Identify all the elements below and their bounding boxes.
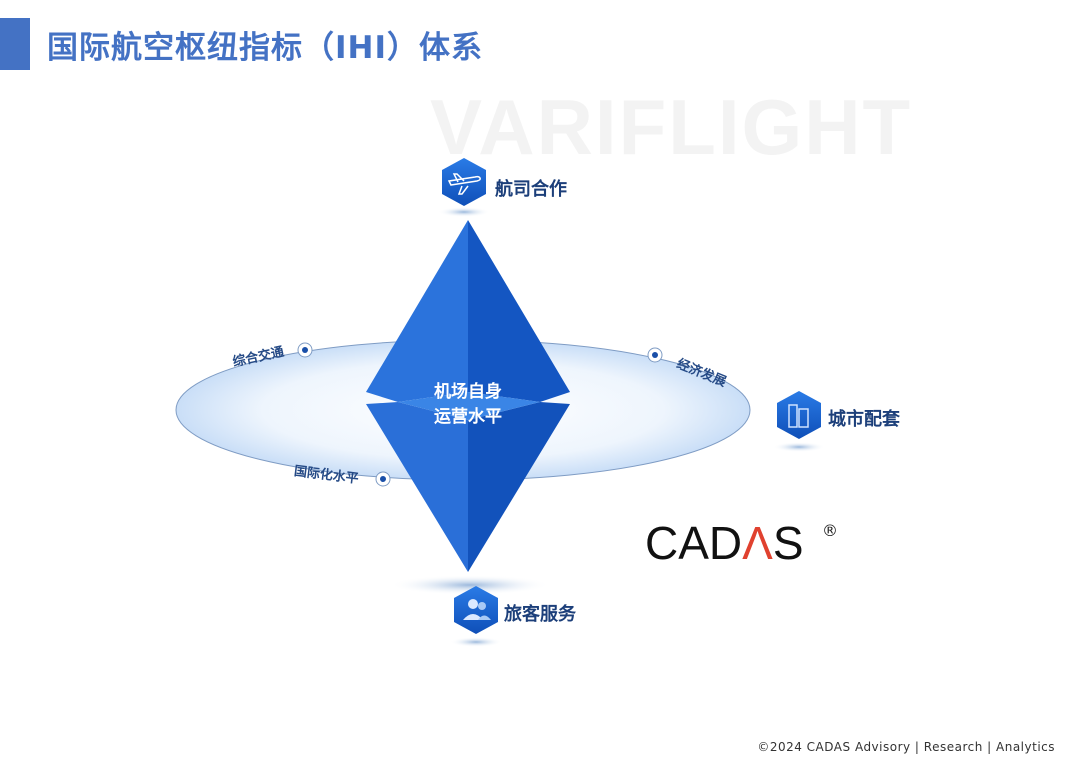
diamond-shadow [390,575,550,595]
footer-copyright: ©2024 CADAS Advisory | Research | Analyt… [757,740,1055,754]
cadas-logo: CADΛS [645,517,804,569]
center-line-1: 机场自身 [434,382,502,402]
watermark: VARIFLIGHT [430,83,913,171]
ring-dots [297,342,663,487]
title-accent-bar [0,18,30,70]
buildings-icon [777,391,821,439]
center-label: 机场自身 运营水平 [418,380,518,430]
node-label-airline: 航司合作 [495,179,567,200]
center-line-2: 运营水平 [434,407,502,427]
users-icon [454,586,498,634]
node-label-passenger: 旅客服务 [504,604,576,625]
page-title: 国际航空枢纽指标（IHI）体系 [47,30,484,66]
node-label-city: 城市配套 [828,409,900,430]
registered-mark: ® [822,521,838,540]
diamond [366,220,570,572]
airplane-icon [442,158,486,206]
